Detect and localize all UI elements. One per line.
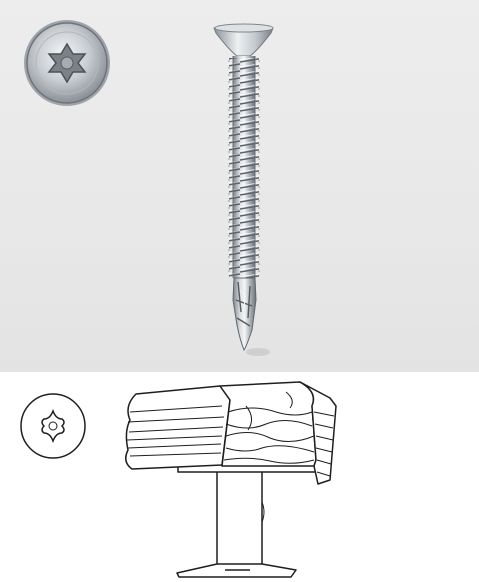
application-drawing-panel: [0, 372, 479, 582]
application-drawing: [20, 381, 337, 578]
product-photo-panel: [0, 0, 479, 372]
product-photo: [24, 20, 274, 356]
torx-drive-icon: [20, 393, 86, 459]
screw-photo: [213, 23, 274, 356]
screw-head-photo-icon: [24, 20, 110, 106]
timber-on-steel-beam-illustration: [125, 381, 337, 578]
